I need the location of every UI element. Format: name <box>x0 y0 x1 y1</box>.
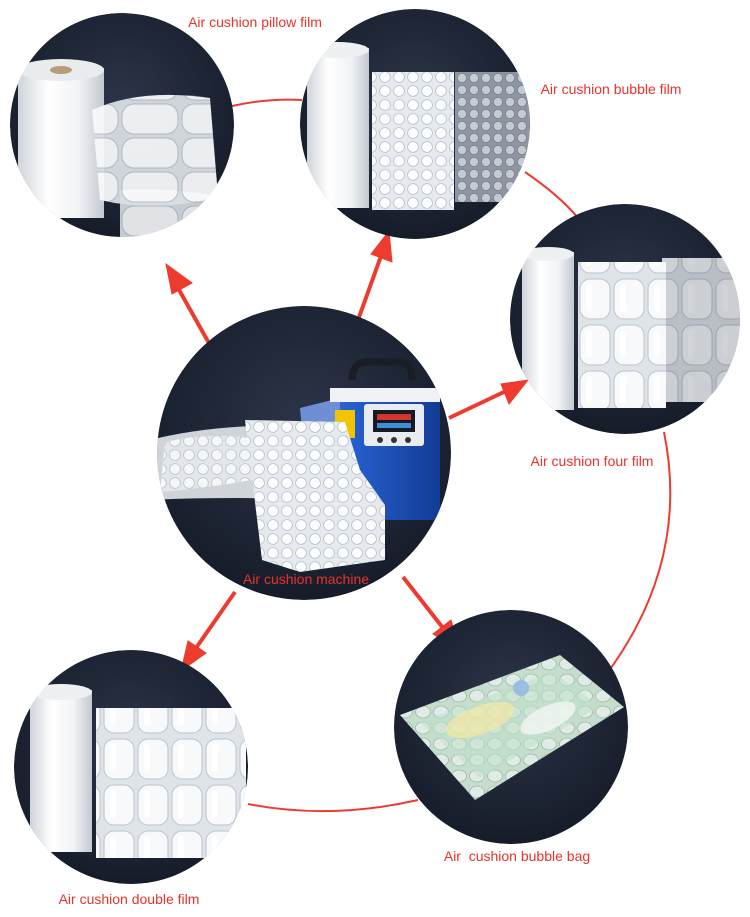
label-four-film: Air cushion four film <box>531 453 654 469</box>
connector-four-bag <box>607 431 672 673</box>
photo-bubble-film <box>300 9 530 239</box>
arrow-to-pillow <box>165 262 212 346</box>
connector-bag-double <box>247 799 419 813</box>
label-bubble-film: Air cushion bubble film <box>541 81 682 97</box>
ring-connectors <box>231 98 672 813</box>
photo-four-film <box>510 204 740 434</box>
connector-bubble-four <box>524 171 579 219</box>
label-double-film: Air cushion double film <box>59 891 200 907</box>
photo-double-film <box>14 650 248 884</box>
arrow-to-bubble <box>356 229 393 321</box>
arrows <box>165 229 530 673</box>
photo-pillow-film <box>10 13 234 237</box>
photo-air-cushion-machine <box>157 306 451 600</box>
arrow-to-four <box>448 379 530 420</box>
label-pillow-film: Air cushion pillow film <box>188 14 322 30</box>
photo-bubble-bag <box>394 610 628 844</box>
arrow-to-double <box>180 590 237 673</box>
label-air-cushion-machine: Air cushion machine <box>243 571 369 587</box>
connector-pillow-bubble <box>231 98 303 107</box>
label-bubble-bag: Air cushion bubble bag <box>444 848 590 864</box>
